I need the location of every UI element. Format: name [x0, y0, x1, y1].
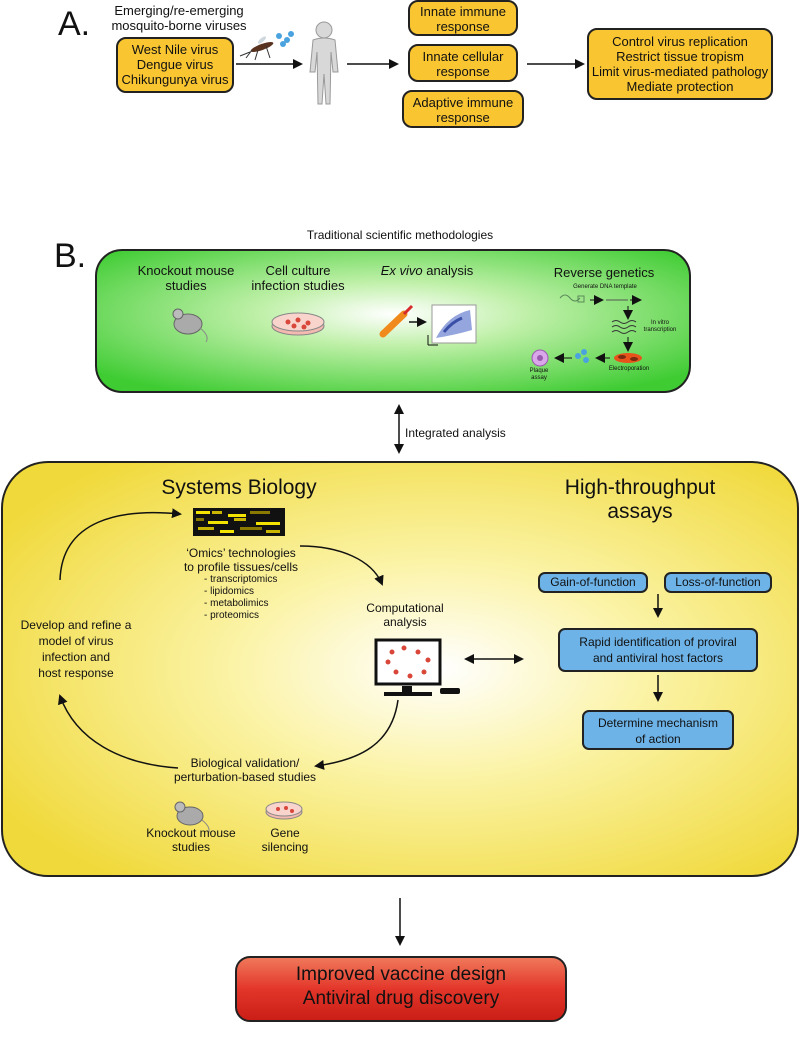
rg-electroporation-label: Electroporation — [608, 366, 650, 372]
mechanism-box: Determine mechanism of action — [582, 710, 734, 750]
omics-item: - transcriptomics — [204, 574, 278, 585]
cycle-arrow-validation-to-model — [58, 694, 179, 769]
ex-vivo-rest: analysis — [422, 263, 474, 278]
omics-title: ‘Omics’ technologies to profile tissues/… — [183, 546, 299, 574]
ex-vivo-label: Ex vivo analysis — [362, 263, 492, 278]
adaptive-immune-box: Adaptive immune response — [402, 90, 524, 128]
omics-item: - metabolimics — [204, 598, 269, 609]
outcome-line: Antiviral drug discovery — [302, 988, 500, 1009]
syringe-icon — [379, 304, 414, 338]
virus-item: West Nile virus — [131, 42, 219, 57]
computer-icon — [374, 638, 460, 696]
virus-item: Dengue virus — [136, 57, 214, 72]
knockout-bottom-label: Knockout mouse studies — [146, 826, 236, 854]
virus-particles-icon — [276, 31, 294, 47]
model-label: Develop and refine a model of virus infe… — [20, 618, 132, 680]
cycle-arrow-model-to-omics — [59, 508, 182, 581]
knockout-label: Knockout mouse studies — [137, 263, 235, 293]
rapid-identification-box: Rapid identification of proviral and ant… — [558, 628, 758, 672]
cycle-arrow-omics-to-computation — [299, 545, 384, 586]
viruses-heading: Emerging/re-emerging mosquito-borne viru… — [111, 3, 247, 33]
systems-biology-title: Systems Biology — [161, 476, 317, 499]
cycle-arrow-computation-to-validation — [314, 699, 399, 770]
cell-culture-label: Cell culture infection studies — [251, 263, 345, 293]
panel-b-letter: B. — [54, 237, 87, 275]
virus-list-box: West Nile virus Dengue virus Chikungunya… — [116, 37, 234, 93]
omics-item: - proteomics — [204, 610, 260, 621]
ex-vivo-italic: Ex vivo — [380, 263, 423, 278]
computational-label: Computational analysis — [366, 601, 444, 629]
outcomes-box: Control virus replication Restrict tissu… — [587, 28, 773, 100]
outcome-text: Improved vaccine design Antiviral drug d… — [236, 963, 566, 1011]
validation-label: Biological validation/ perturbation-base… — [173, 756, 317, 784]
mouse-icon — [172, 308, 208, 343]
outcome-box — [235, 956, 567, 1022]
innate-cellular-box: Innate cellular response — [408, 44, 518, 82]
heatmap-icon — [193, 508, 285, 536]
omics-list: - transcriptomics - lipidomics - metabol… — [204, 574, 304, 622]
traditional-title: Traditional scientific methodologies — [306, 228, 494, 242]
integrated-label: Integrated analysis — [405, 426, 506, 440]
petri-dish-icon — [271, 312, 325, 336]
omics-item: - lipidomics — [204, 586, 255, 597]
flow-cytometry-plot-icon — [427, 304, 477, 346]
outcome-line: Improved vaccine design — [295, 964, 507, 985]
mosquito-icon — [239, 36, 274, 61]
rg-template-label: Generate DNA template — [573, 284, 637, 290]
high-throughput-title: High-throughput assays — [564, 476, 716, 523]
petri-dish-icon-bottom — [265, 801, 303, 820]
gain-of-function-box: Gain-of-function — [538, 572, 648, 593]
reverse-genetics-label: Reverse genetics — [553, 265, 655, 280]
panel-a-letter: A. — [58, 5, 91, 43]
virus-item: Chikungunya virus — [121, 72, 229, 87]
outcome-item: Limit virus-mediated pathology — [591, 64, 769, 79]
reverse-genetics-schematic — [531, 294, 642, 367]
innate-immune-box: Innate immune response — [408, 0, 518, 36]
outcome-item: Restrict tissue tropism — [616, 49, 744, 64]
outcome-item: Control virus replication — [612, 34, 748, 49]
rg-transcription-label: In vitro transcription — [643, 320, 677, 333]
mouse-icon-bottom — [174, 801, 210, 835]
rg-plaque-label: Plaque assay — [529, 368, 549, 381]
outcome-item: Mediate protection — [626, 79, 734, 94]
loss-of-function-box: Loss-of-function — [664, 572, 772, 593]
gene-silencing-label: Gene silencing — [261, 826, 309, 854]
human-figure-icon — [309, 21, 339, 105]
